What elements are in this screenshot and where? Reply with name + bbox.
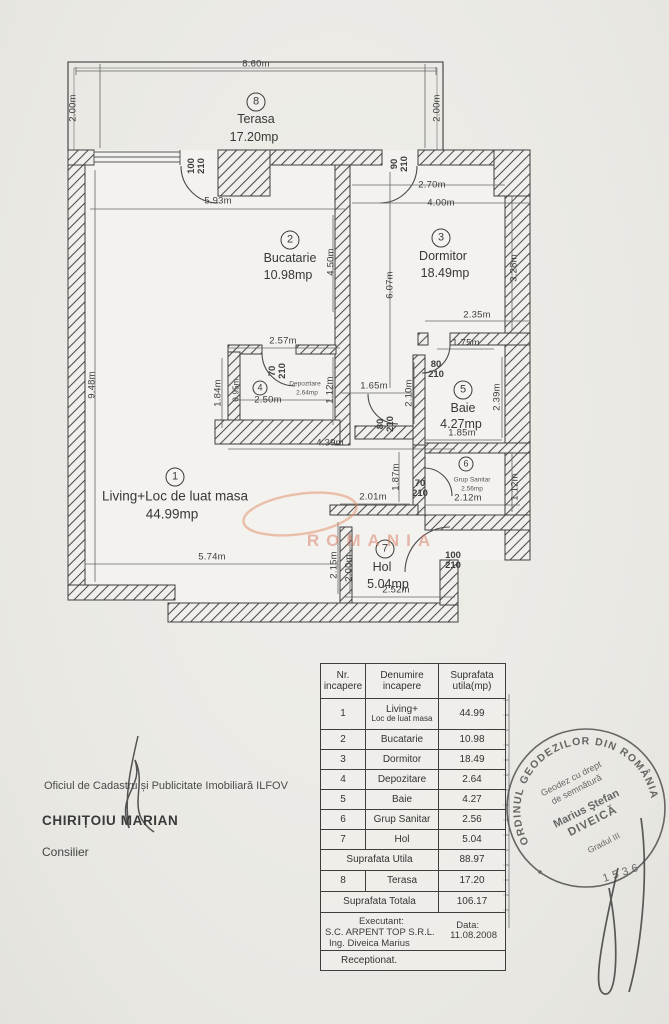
dim-dormitor-bottom: 2.35m [463, 309, 491, 321]
room-number-dormitor: 3 [431, 228, 451, 248]
dim-depozitare-right: 1.12m [324, 376, 336, 404]
table-summary-totala: Suprafata Totala 106.17 [321, 891, 505, 912]
stamp-line-5: Gradul III [586, 830, 622, 855]
dim-depozitare-left: 1.84m [212, 379, 224, 407]
dim-baie-right: 2.39m [491, 383, 503, 411]
room-number-grup-sanitar: 6 [458, 456, 474, 472]
dim-terasa-depth-left: 2.00m [67, 94, 79, 122]
dim-terasa-depth-right: 2.00m [431, 94, 443, 122]
room-name-depozitare: Depozitare [289, 380, 321, 388]
dim-dormitor-top-2: 4.00m [427, 197, 455, 209]
dim-bucatarie-width: 5.93m [204, 195, 232, 207]
room-name-baie: Baie [450, 401, 476, 415]
dim-hol-left-1: 2.15m [328, 551, 340, 579]
table-row: 7 Hol 5.04 [321, 829, 505, 849]
dim-dormitor-right: 3.28m [508, 254, 520, 282]
table-row: 8 Terasa 17.20 [321, 870, 505, 891]
table-receptionat-row: Receptionat. [321, 950, 505, 970]
stamp-number: 1536 [601, 861, 643, 885]
room-number-living: 1 [165, 467, 185, 487]
room-name-grup-sanitar: Grup Sanitar [453, 476, 491, 484]
dim-hol-top: 2.01m [359, 491, 387, 503]
dim-depozitare-width: 2.50m [254, 394, 282, 406]
official-signature [124, 735, 155, 833]
date-value: 11.08.2008 [450, 930, 497, 941]
official-role: Consilier [42, 845, 89, 859]
dim-pass-width: 1.65m [360, 380, 388, 392]
header-denumire: Denumire [380, 669, 424, 681]
dim-baie-top: 1.75m [452, 337, 480, 349]
room-number-hol: 7 [375, 539, 395, 559]
stamp-signature [597, 817, 646, 995]
table-row: 4 Depozitare 2.64 [321, 769, 505, 789]
room-number-depozitare: 4 [252, 380, 268, 396]
table-row: 3 Dormitor 18.49 [321, 749, 505, 769]
room-area-hol: 5.04mp [367, 577, 409, 591]
table-executant-row: Executant: S.C. ARPENT TOP S.R.L. Ing. D… [321, 912, 505, 950]
header-nr: Nr. [336, 669, 350, 681]
dim-hol-left-2: 2.00m [343, 554, 355, 582]
table-row: 5 Baie 4.27 [321, 789, 505, 809]
table-row: 1 Living+Loc de luat masa 44.99 [321, 698, 505, 729]
header-suprafata: Suprafata [450, 669, 494, 681]
dim-baie-bottom: 1.85m [448, 427, 476, 439]
room-number-bucatarie: 2 [280, 230, 300, 250]
room-name-hol: Hol [372, 560, 392, 574]
dim-hol-bottom: 2.52m [382, 584, 410, 596]
room-name-terasa: Terasa [237, 112, 275, 126]
receptionat-label: Receptionat. [341, 954, 398, 966]
room-number-terasa: 8 [246, 92, 266, 112]
room-area-baie: 4.27mp [440, 417, 482, 431]
dim-terasa-width: 8.60m [242, 58, 270, 70]
dim-grup-right: 1.12m [509, 473, 521, 501]
room-name-dormitor: Dormitor [419, 249, 467, 263]
dim-grup-bottom: 2.12m [454, 492, 482, 504]
room-area-bucatarie: 10.98mp [263, 268, 313, 282]
room-area-grup-sanitar: 2.56mp [461, 485, 483, 493]
table-summary-utila: Suprafata Utila 88.97 [321, 849, 505, 870]
executant-company: S.C. ARPENT TOP S.R.L. [325, 927, 435, 938]
executant-label: Executant: [359, 916, 404, 927]
executant-engineer: Ing. Diveica Marius [329, 938, 410, 949]
official-name: CHIRIȚOIU MARIAN [42, 813, 179, 828]
date-label: Data: [456, 920, 479, 931]
geodez-stamp: ORDINUL GEODEZILOR DIN ROMÂNIA Geodez cu… [506, 728, 666, 995]
cadastre-office-label: Oficiul de Cadastru și Publicitate Imobi… [44, 780, 288, 792]
dim-bucatarie-height: 4.50m [325, 248, 337, 276]
dim-baie-door-height: 2.10m [403, 379, 415, 407]
dim-mid-height: 6.07m [384, 271, 396, 299]
watermark-text: ROMANIA [306, 531, 438, 550]
dim-living-left: 9.48m [86, 371, 98, 399]
dim-hol-right-height: 1.87m [390, 463, 402, 491]
room-area-living: 44.99mp [145, 506, 199, 522]
room-area-dormitor: 18.49mp [420, 266, 470, 280]
room-number-baie: 5 [453, 380, 473, 400]
room-area-depozitare: 2.64mp [296, 389, 318, 397]
dim-depozitare-top: 2.57m [269, 335, 297, 347]
dim-living-bottom: 5.74m [198, 551, 226, 563]
room-area-terasa: 17.20mp [229, 130, 279, 144]
watermark-swoosh [242, 491, 358, 537]
room-name-living: Living+Loc de luat masa [102, 488, 248, 504]
dim-dormitor-top-1: 2.70m [418, 179, 446, 191]
dim-depozitare-inner: 0.95m [231, 378, 241, 402]
table-row: 2 Bucatarie 10.98 [321, 729, 505, 749]
room-name-bucatarie: Bucatarie [263, 251, 317, 265]
dim-living-mid: 4.39m [316, 437, 344, 449]
table-row: 6 Grup Sanitar 2.56 [321, 809, 505, 829]
